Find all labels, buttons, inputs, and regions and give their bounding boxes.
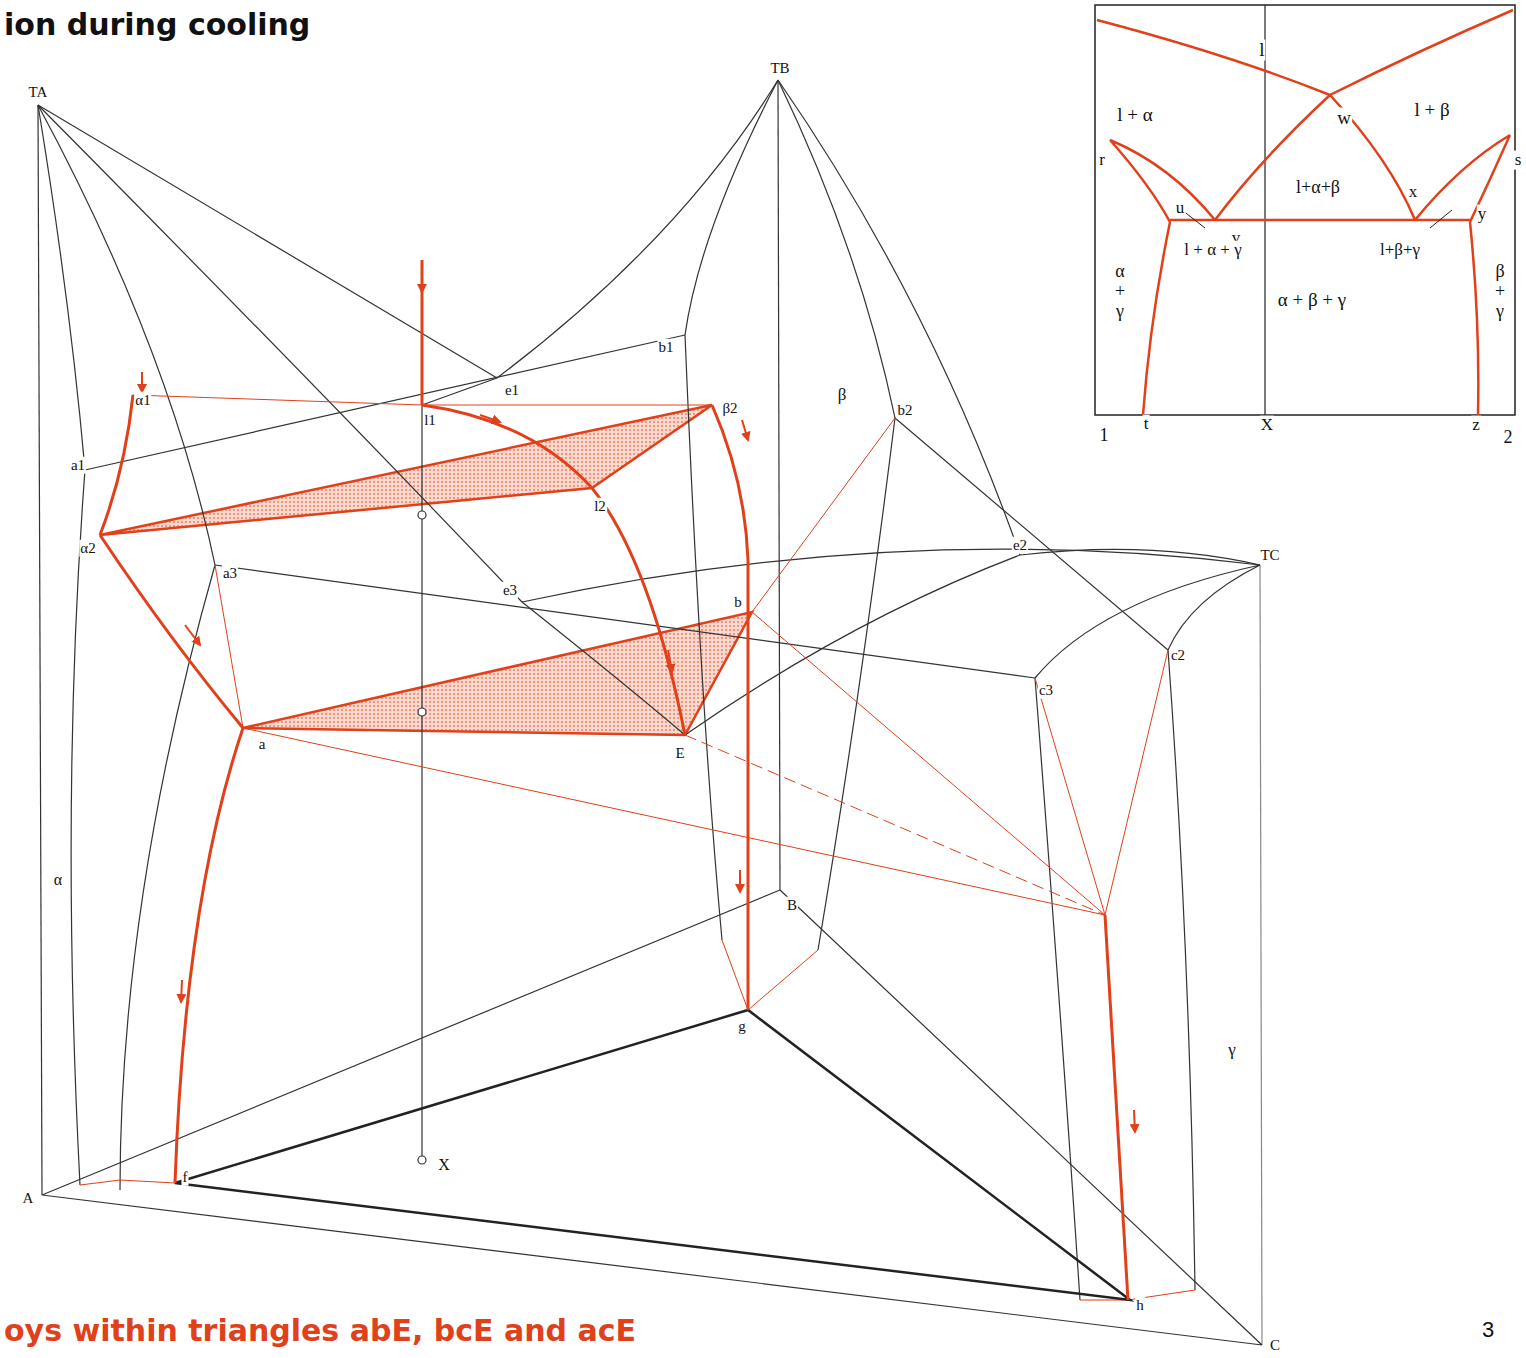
inset-axis-label: t bbox=[1143, 415, 1150, 434]
point-label: c2 bbox=[1170, 647, 1186, 664]
inset-point-label: y bbox=[1477, 205, 1488, 224]
point-label: b1 bbox=[658, 339, 675, 356]
point-label: f bbox=[182, 1169, 189, 1186]
phase-label: γ bbox=[1227, 1041, 1237, 1060]
point-label: e1 bbox=[504, 382, 520, 399]
inset-axis-label: X bbox=[1260, 416, 1274, 435]
inset-axis-label: 2 bbox=[1503, 428, 1514, 448]
inset-phase-label: α + γ bbox=[1108, 262, 1132, 321]
point-label: a3 bbox=[222, 565, 238, 582]
point-label: α1 bbox=[134, 392, 151, 409]
point-label: b bbox=[733, 594, 743, 611]
point-label: a bbox=[258, 736, 267, 753]
page-number: 3 bbox=[1481, 1318, 1495, 1342]
inset-phase-label: l bbox=[1258, 40, 1265, 61]
point-label: a1 bbox=[70, 457, 86, 474]
inset-phase-label: l + β bbox=[1413, 100, 1450, 121]
slide-title: ion during cooling bbox=[4, 8, 310, 41]
inset-phase-label: l + α + γ bbox=[1183, 241, 1242, 260]
inset-point-label: w bbox=[1336, 108, 1352, 129]
point-label: l2 bbox=[593, 498, 607, 515]
inset-phase-label: α + β + γ bbox=[1277, 290, 1347, 311]
point-label: α2 bbox=[79, 540, 96, 557]
point-label: c3 bbox=[1038, 682, 1054, 699]
inset-axis-label: 1 bbox=[1099, 426, 1110, 446]
corner-temperature: TB bbox=[769, 60, 790, 77]
point-label: g bbox=[737, 1018, 747, 1035]
inset-point-label: u bbox=[1175, 199, 1186, 218]
inset-axis-label: z bbox=[1471, 416, 1481, 435]
inset-phase-label: l+α+β bbox=[1295, 178, 1341, 198]
inset-phase-label: l + α bbox=[1116, 105, 1153, 126]
composition-label: X bbox=[437, 1156, 451, 1174]
phase-label: β bbox=[837, 386, 848, 405]
corner-label: A bbox=[22, 1190, 35, 1207]
point-label: b2 bbox=[897, 402, 914, 419]
inset-point-label: s bbox=[1514, 151, 1523, 170]
corner-label: B bbox=[786, 897, 798, 914]
slide-caption: oys within triangles abE, bcE and acE bbox=[4, 1314, 636, 1347]
corner-temperature: TA bbox=[28, 84, 49, 101]
point-label: β2 bbox=[721, 400, 738, 417]
point-label: e2 bbox=[1012, 537, 1028, 554]
point-label: l1 bbox=[423, 412, 437, 429]
corner-temperature: TC bbox=[1259, 547, 1280, 564]
corner-label: C bbox=[1269, 1337, 1281, 1354]
inset-point-label: x bbox=[1408, 183, 1419, 202]
phase-label: α bbox=[53, 871, 63, 889]
point-label: E bbox=[674, 745, 685, 762]
inset-point-label: r bbox=[1098, 151, 1106, 170]
inset-phase-label: l+β+γ bbox=[1379, 241, 1421, 260]
point-label: e3 bbox=[502, 582, 518, 599]
inset-phase-label: β + γ bbox=[1488, 262, 1512, 321]
point-label: h bbox=[1135, 1297, 1145, 1314]
